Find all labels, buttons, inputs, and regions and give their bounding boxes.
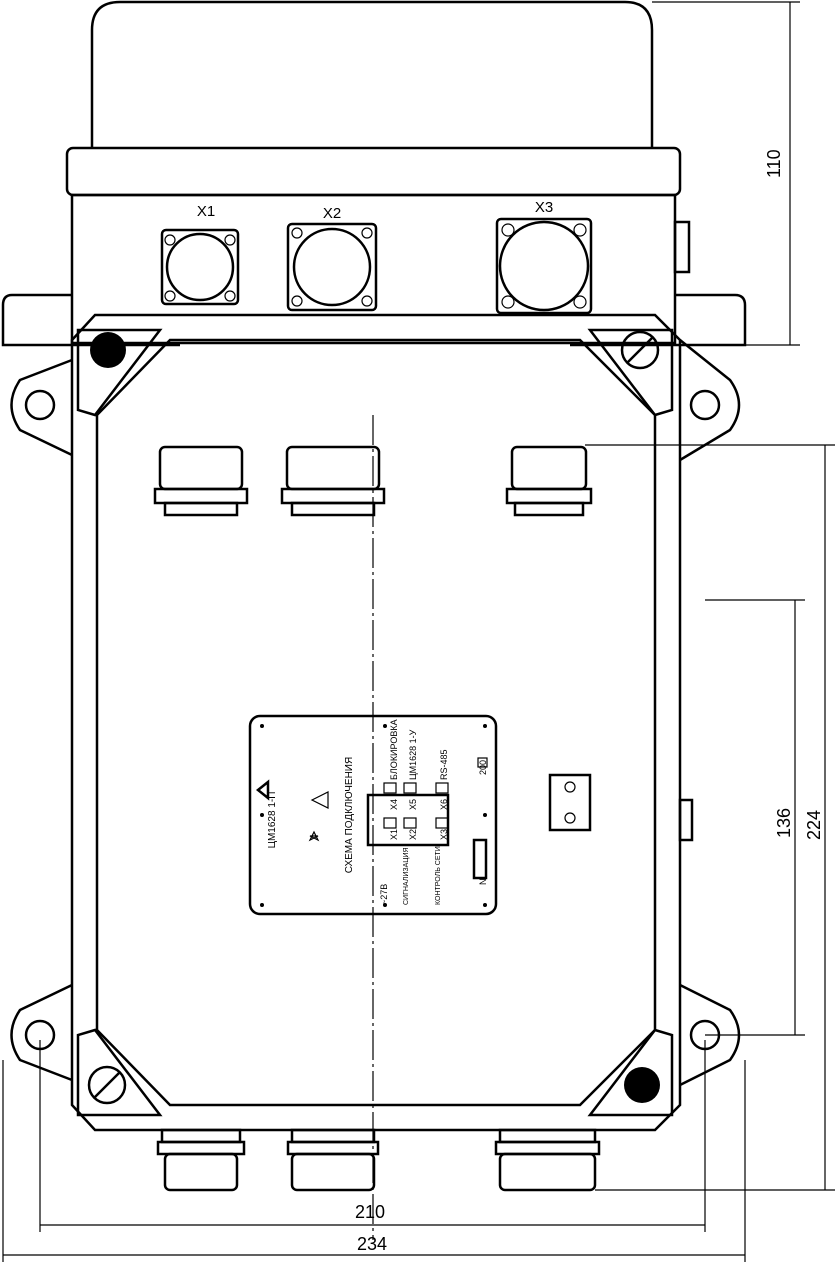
port-x1: X1 <box>389 829 399 840</box>
connector-x2: X2 <box>286 205 378 312</box>
side-gland-right <box>678 798 694 842</box>
label-network-control: КОНТРОЛЬ СЕТИ <box>435 846 442 905</box>
enclosure-outline <box>70 313 682 1132</box>
connection-nameplate: ЦМ1628 1-П СХЕМА ПОДКЛЮЧЕНИЯ БЛОКИРОВКА … <box>248 714 498 916</box>
base-flange-left <box>1 293 180 347</box>
lug-top-left <box>10 358 73 457</box>
cable-glands-top <box>153 445 593 517</box>
port-x4: X4 <box>389 799 399 810</box>
connector-label: X3 <box>535 199 553 216</box>
plan-view: ЦМ1628 1-П СХЕМА ПОДКЛЮЧЕНИЯ БЛОКИРОВКА … <box>2 313 835 1262</box>
label-blocking: БЛОКИРОВКА <box>389 719 399 780</box>
lug-bottom-left <box>10 983 73 1082</box>
port-x3: X3 <box>439 829 449 840</box>
dim-224: 224 <box>804 810 824 840</box>
connector-x1: X1 <box>160 203 240 306</box>
plate-model: ЦМ1628 1-П <box>267 792 278 849</box>
connector-label: X1 <box>197 203 215 220</box>
label-rs485: RS-485 <box>439 749 449 780</box>
dimensions: 136 224 210 234 <box>2 444 835 1262</box>
corner-screws <box>76 328 674 1117</box>
side-view: X1 X2 X3 110 <box>1 0 800 347</box>
side-gland <box>673 220 691 274</box>
dim-110: 110 <box>764 149 784 178</box>
port-x2: X2 <box>408 829 418 840</box>
connector-x3: X3 <box>495 199 593 315</box>
lug-top-right <box>679 339 741 462</box>
bracket <box>548 773 592 832</box>
lid-outline <box>95 338 657 1107</box>
label-27v: ~27В <box>379 884 389 905</box>
port-x6: X6 <box>439 799 449 810</box>
dimension-height: 110 <box>652 1 800 346</box>
serial-label: N <box>478 879 488 886</box>
dim-136: 136 <box>774 808 794 838</box>
cover-band <box>65 146 682 197</box>
plate-title: СХЕМА ПОДКЛЮЧЕНИЯ <box>344 757 355 873</box>
port-x5: X5 <box>408 799 418 810</box>
label-signalling: СИГНАЛИЗАЦИЯ <box>403 847 410 905</box>
dim-234: 234 <box>357 1234 387 1254</box>
cover <box>90 0 654 148</box>
base-flange-right <box>570 293 747 347</box>
connector-label: X2 <box>323 205 341 222</box>
label-cm1628-u: ЦМ1628 1-У <box>408 729 418 780</box>
dim-210: 210 <box>355 1202 385 1222</box>
cable-glands-bottom <box>156 1128 601 1192</box>
